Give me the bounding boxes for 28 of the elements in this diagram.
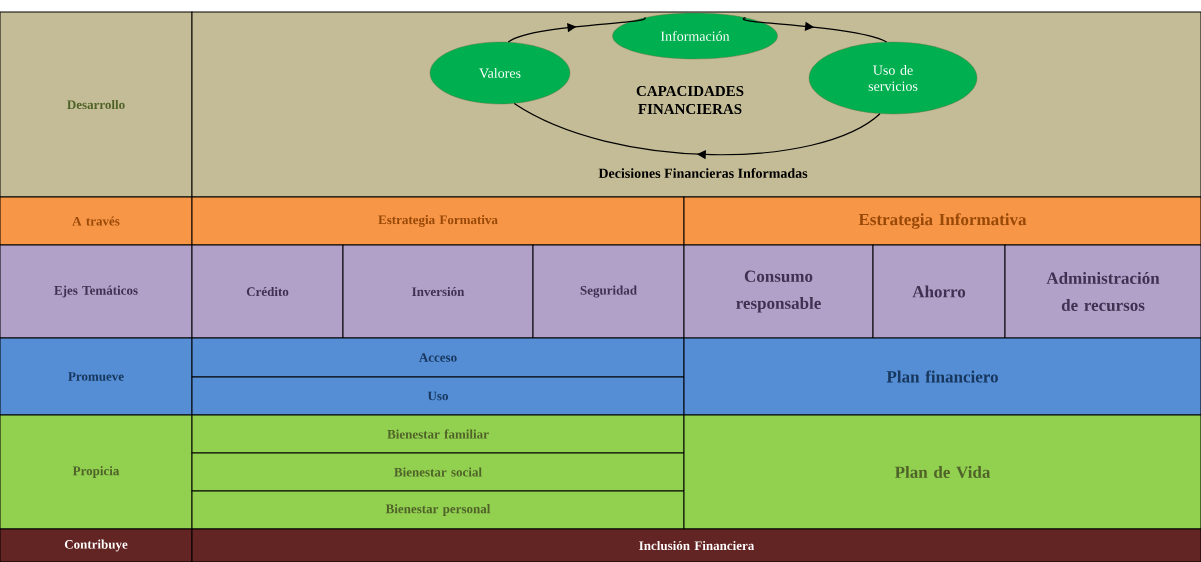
- row-header-cell: Promueve: [0, 337, 193, 416]
- table-cell: Consumo responsable: [683, 244, 874, 339]
- arrow: [742, 17, 888, 43]
- table-cell: Inversión: [342, 244, 534, 339]
- row-header-cell: Propicia: [0, 414, 193, 530]
- table-cell: Plan de Vida: [683, 414, 1201, 530]
- row-header-cell: Desarrollo: [0, 11, 193, 198]
- row-header-cell: Ejes Temáticos: [0, 244, 193, 339]
- ellipse-node: Uso de servicios: [808, 41, 978, 115]
- table-cell: Acceso: [191, 337, 685, 378]
- arrow: [507, 17, 646, 43]
- arrow: [513, 102, 881, 160]
- table-cell: Bienestar personal: [191, 490, 685, 530]
- cell-heading: CAPACIDADES FINANCIERAS: [636, 85, 744, 115]
- table-cell: Bienestar social: [191, 452, 685, 492]
- table-cell: Seguridad: [532, 244, 685, 339]
- ellipse-node: Valores: [429, 41, 571, 105]
- node-label: Contribuye: [64, 539, 128, 552]
- ellipse-node: Información: [612, 12, 778, 60]
- row-header-cell: Contribuye: [0, 528, 193, 562]
- table-cell: Ahorro: [872, 244, 1006, 339]
- table-cell: Estrategia Informativa: [683, 196, 1201, 246]
- table-cell: Bienestar familiar: [191, 414, 685, 454]
- row-header-cell: A través: [0, 196, 193, 246]
- cycle-caption: Decisiones Financieras Informadas: [598, 168, 808, 178]
- table-cell: Administración de recursos: [1004, 244, 1201, 339]
- table-cell: Uso: [191, 376, 685, 416]
- table-cell: Crédito: [191, 244, 344, 339]
